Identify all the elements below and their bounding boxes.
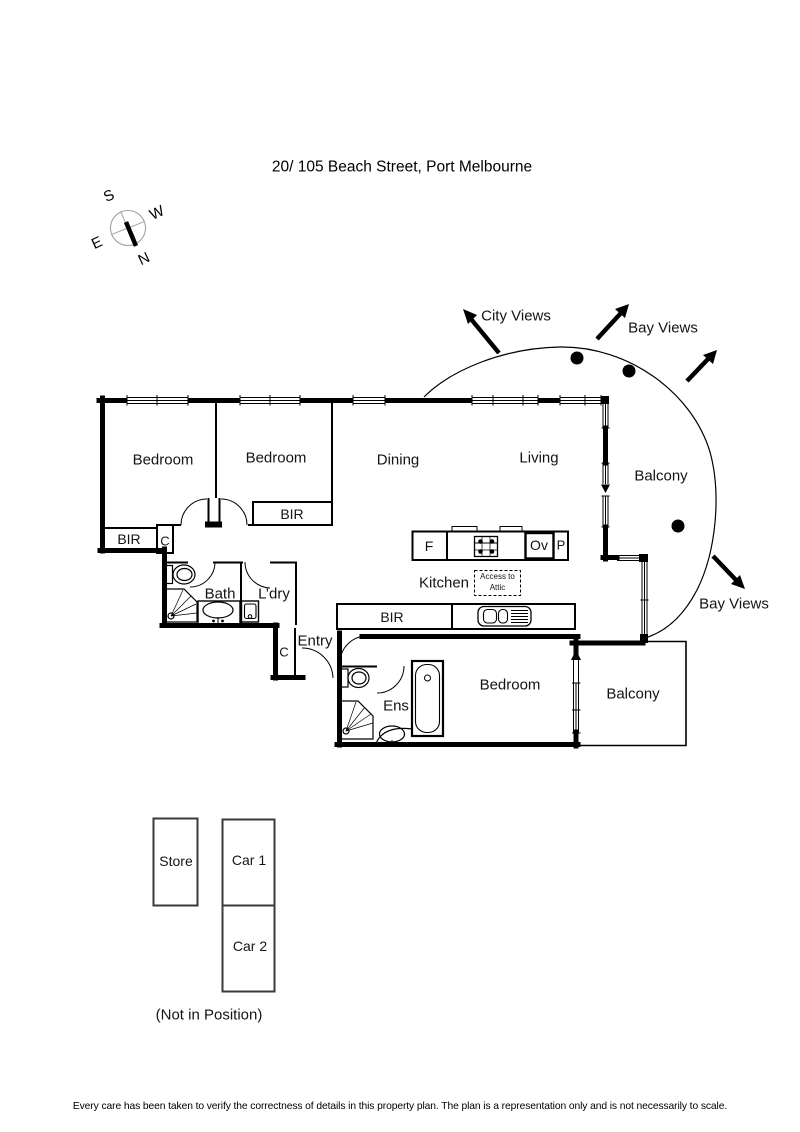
city-views-arrow xyxy=(463,309,501,355)
bedroom-left-label: Bedroom xyxy=(132,451,194,469)
balcony-lower-outline xyxy=(578,640,687,747)
bir-bedroom-main-label: BIR xyxy=(380,609,404,625)
window-top-wall xyxy=(126,395,602,406)
bath-shower-icon xyxy=(165,588,198,623)
closet-entry-label: C xyxy=(279,644,289,660)
dining-label: Dining xyxy=(376,451,420,469)
bath-toilet-icon xyxy=(164,564,196,585)
laundry-tub-icon xyxy=(240,600,260,623)
outer-walls xyxy=(96,395,646,749)
closet-hall-label: C xyxy=(160,533,170,549)
balcony-upper-label: Balcony xyxy=(634,467,688,485)
bir-bedroom-left-label: BIR xyxy=(117,531,141,547)
entry-label: Entry xyxy=(297,632,333,650)
disclaimer-text: Every care has been taken to verify the … xyxy=(72,1100,728,1112)
ensuite-bathtub-icon xyxy=(410,659,445,738)
bir-bedroom-middle-label: BIR xyxy=(280,506,304,522)
kitchen-label: Kitchen xyxy=(418,574,470,592)
bay-views-upper-arrow xyxy=(595,304,629,341)
store-label: Store xyxy=(159,853,193,869)
compass-icon xyxy=(110,210,146,247)
ensuite-label: Ens xyxy=(383,697,409,715)
bay-views-lower-label: Bay Views xyxy=(699,595,769,613)
bay-views-upper-label: Bay Views xyxy=(628,319,698,337)
kitchen-bench xyxy=(411,526,569,561)
not-in-position-note: (Not in Position) xyxy=(155,1006,263,1024)
car1-label: Car 1 xyxy=(231,852,267,868)
interior-walls xyxy=(102,401,576,677)
attic-access-line1: Access to xyxy=(480,571,515,581)
cooktop-icon xyxy=(473,535,499,558)
bath-label: Bath xyxy=(204,585,236,603)
balcony-lower-label: Balcony xyxy=(606,685,660,703)
oven-label: Ov xyxy=(530,537,548,553)
balcony-curve xyxy=(423,346,717,638)
bay-views-lower-arrow xyxy=(711,554,745,589)
fridge-label: F xyxy=(424,538,434,554)
ensuite-basin-icon xyxy=(374,725,413,747)
laundry-label: L’dry xyxy=(258,585,290,603)
ensuite-toilet-icon xyxy=(340,667,370,689)
living-label: Living xyxy=(519,449,559,467)
window-bedroom-main-east xyxy=(571,650,581,734)
window-kitchen-east xyxy=(617,555,649,635)
door-arcs xyxy=(180,498,405,694)
city-views-label: City Views xyxy=(481,307,551,325)
attic-access-box xyxy=(474,570,521,596)
car2-label: Car 2 xyxy=(232,938,268,954)
parking-boxes xyxy=(152,817,276,993)
car2-box xyxy=(221,904,276,993)
store-box xyxy=(152,817,199,907)
bedroom-middle-label: Bedroom xyxy=(245,449,307,467)
page-title: 20/ 105 Beach Street, Port Melbourne xyxy=(271,158,533,176)
bay-views-right-arrow xyxy=(685,350,717,383)
kitchen-sink-icon xyxy=(477,605,532,627)
balcony-columns xyxy=(570,351,685,533)
attic-access-line2: Attic xyxy=(489,582,506,592)
bath-basin-icon xyxy=(197,600,241,625)
ensuite-shower-icon xyxy=(339,700,374,740)
window-living-east-wall xyxy=(601,400,610,528)
pantry-label: P xyxy=(556,537,566,553)
bedroom-main-label: Bedroom xyxy=(479,676,541,694)
wall-corner-blocks xyxy=(205,396,648,643)
